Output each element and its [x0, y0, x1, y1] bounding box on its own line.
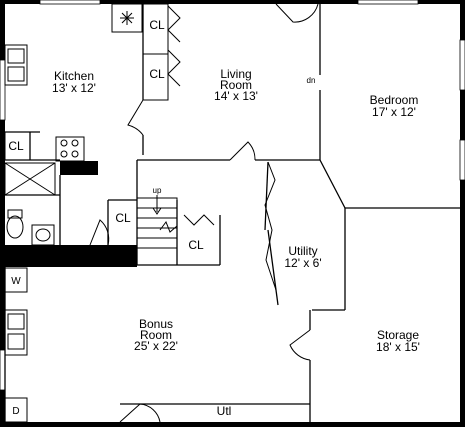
- washer-label: W: [11, 276, 21, 287]
- dryer-label: D: [12, 406, 19, 417]
- stairs-dn-label: dn: [307, 76, 316, 85]
- toilet-icon: [6, 209, 24, 239]
- kitchen-dims: 13' x 12': [52, 81, 96, 95]
- closet-label-4: CL: [115, 211, 131, 225]
- laundry-sink-icon: [4, 309, 28, 356]
- closet-label-2: CL: [149, 67, 165, 81]
- storage-name: Storage: [377, 328, 419, 342]
- utl-label: Utl: [217, 404, 232, 418]
- closets: [4, 3, 169, 161]
- storage-dims: 18' x 15': [376, 340, 420, 354]
- closet-label-5: CL: [188, 238, 204, 252]
- bedroom-name: Bedroom: [370, 93, 419, 107]
- snowflake-icon: [120, 11, 134, 25]
- utility-name: Utility: [288, 244, 317, 258]
- doors: [89, 3, 319, 423]
- dryer-box: [4, 397, 28, 423]
- bonus-name-1: Bonus: [139, 317, 173, 331]
- living-dims: 14' x 13': [214, 89, 258, 103]
- closet-label-1: CL: [149, 18, 165, 32]
- kitchen-fixtures: [4, 3, 143, 162]
- kitchen-name: Kitchen: [54, 69, 94, 83]
- closet-label-3: CL: [8, 139, 24, 153]
- washer-box: [4, 267, 28, 293]
- living-name-1: Living: [220, 67, 251, 81]
- stairs-up-label: up: [153, 186, 162, 195]
- bedroom-dims: 17' x 12': [372, 105, 416, 119]
- sink-icon: [31, 224, 55, 246]
- bonus-dims: 25' x 22': [134, 339, 178, 353]
- shower-icon: [4, 162, 56, 196]
- living-name-2: Room: [220, 78, 252, 92]
- stairs: [136, 195, 178, 266]
- stove-icon: [60, 139, 79, 158]
- bonus-name-2: Room: [140, 328, 172, 342]
- utility-dims: 12' x 6': [284, 256, 321, 270]
